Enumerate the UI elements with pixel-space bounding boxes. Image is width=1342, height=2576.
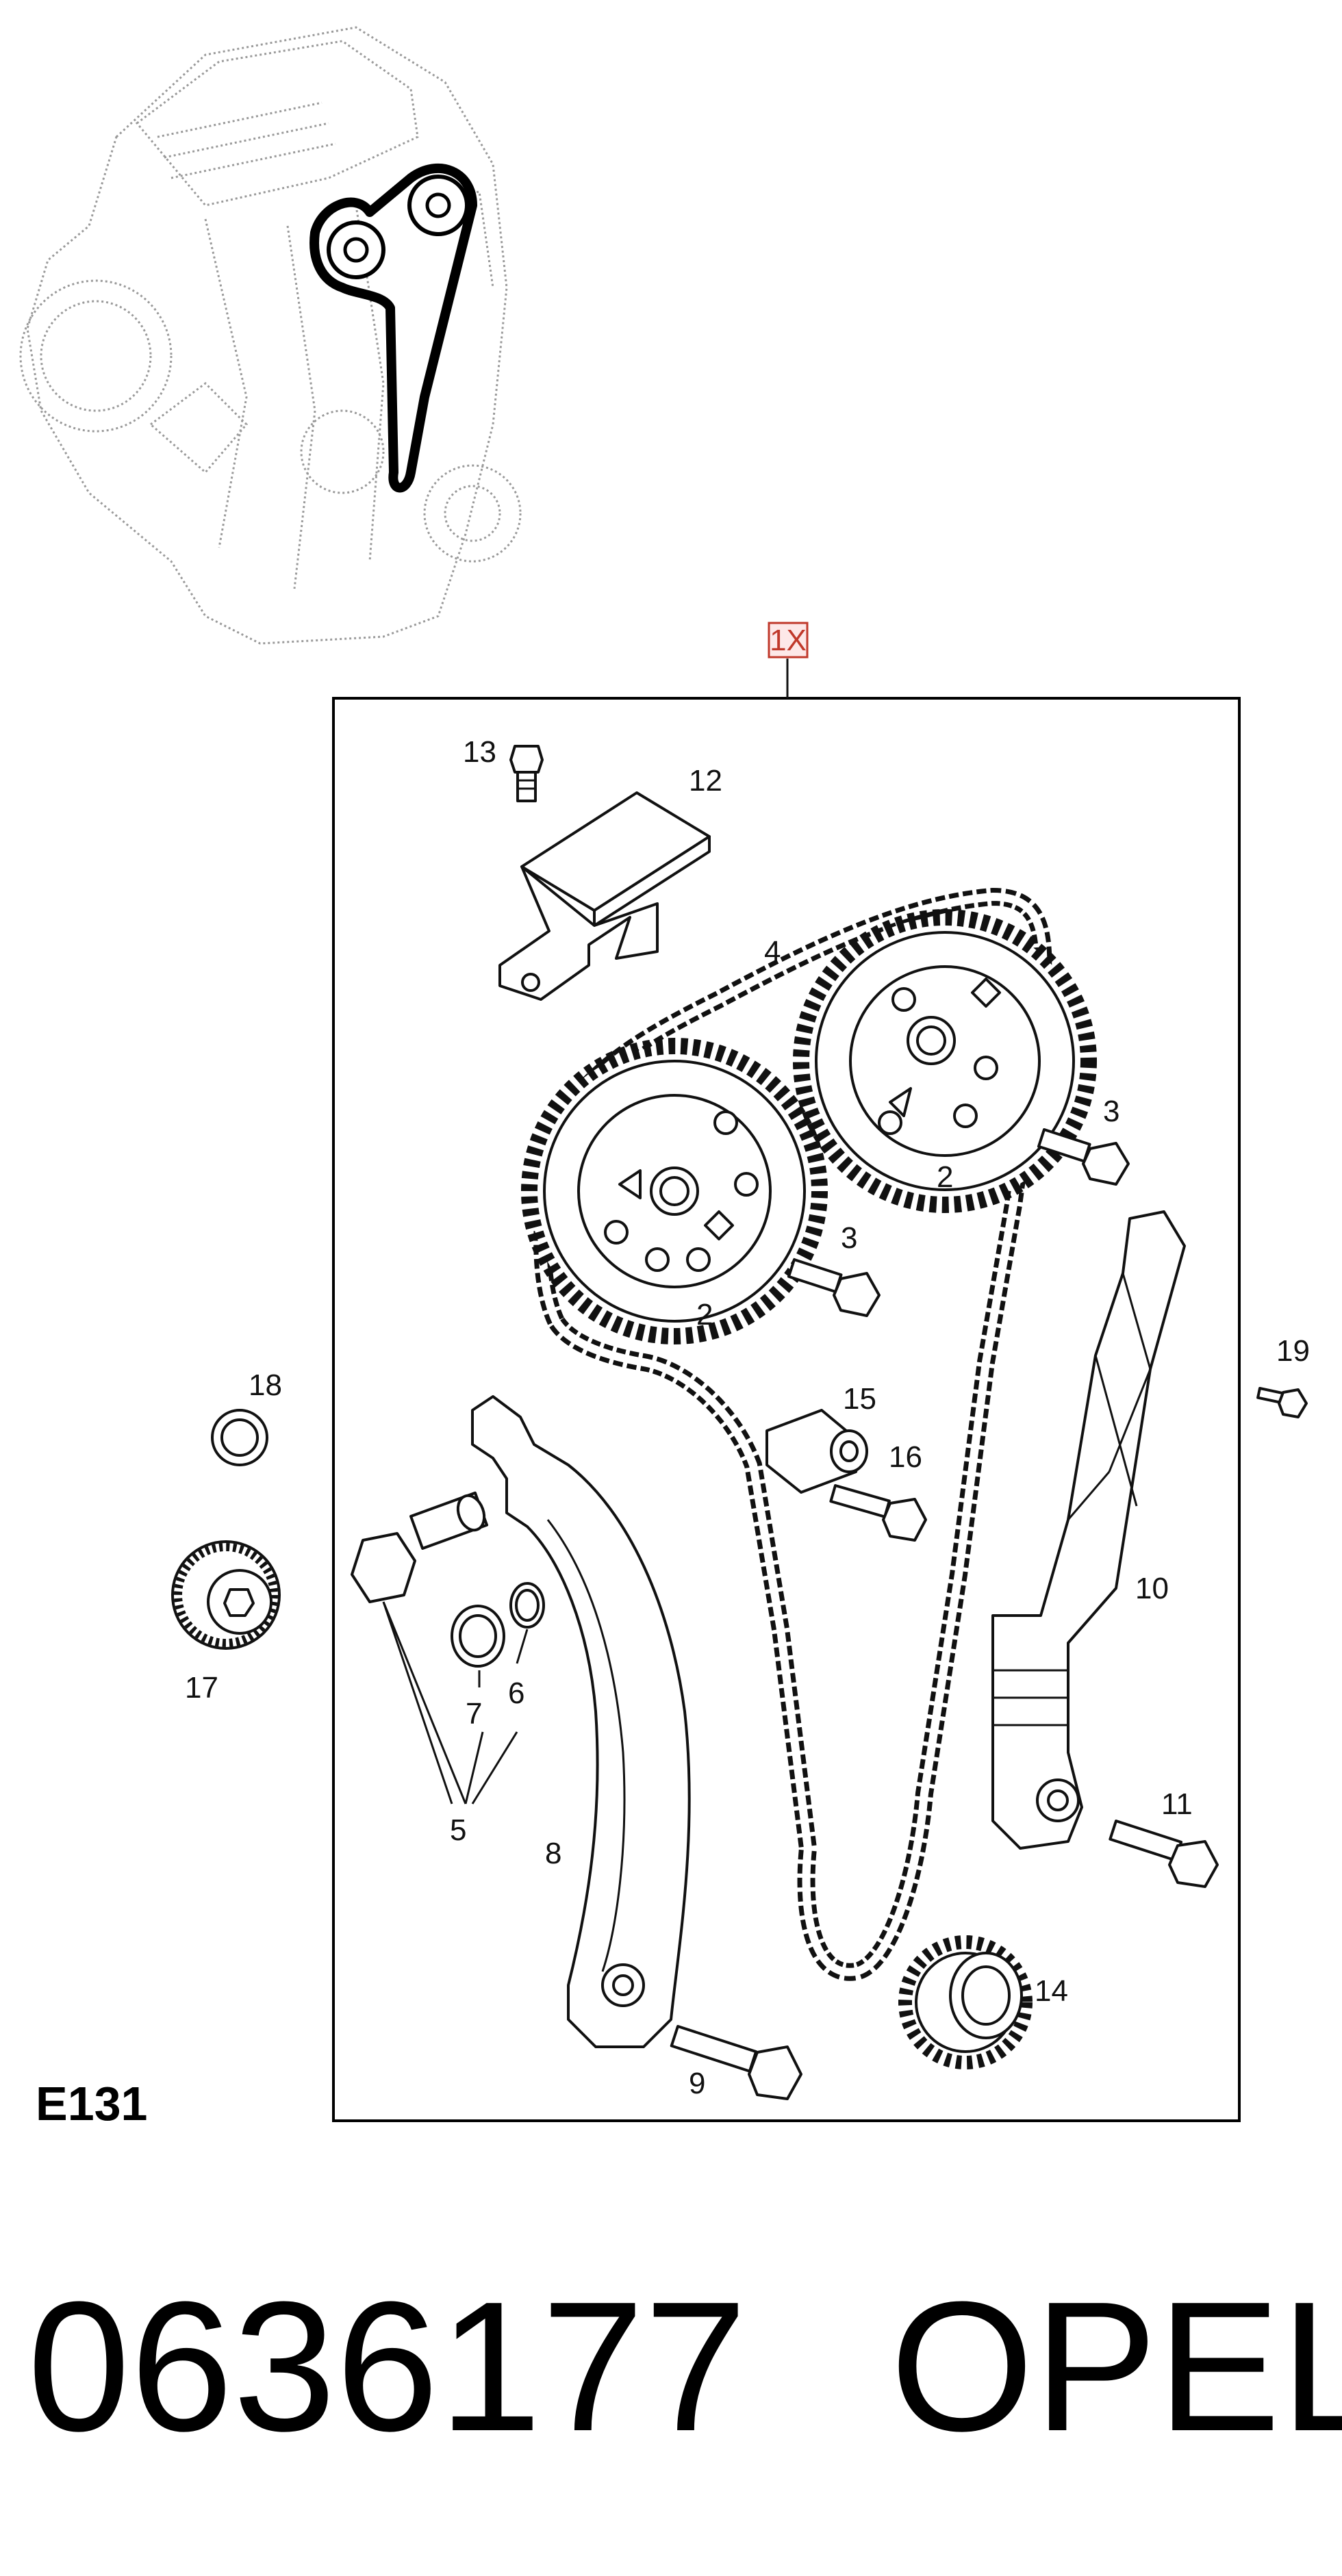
crank-sprocket-14-illustration — [898, 1935, 1033, 2069]
callout-5-leaders — [382, 1601, 529, 1805]
guide-rail-10-illustration — [991, 1210, 1186, 1850]
callout-8: 8 — [545, 1837, 561, 1870]
callout-15: 15 — [843, 1382, 876, 1416]
kit-label-box — [768, 622, 809, 659]
bolt-13-illustration — [509, 745, 544, 802]
kit-label: 1X — [770, 624, 807, 657]
bolt-3-lower-illustration — [787, 1258, 881, 1317]
rail-bracket-12-illustration — [498, 791, 711, 1001]
plug-17-illustration — [171, 1540, 281, 1650]
callout-13: 13 — [463, 735, 496, 769]
tensioner-rail-8-illustration — [471, 1395, 691, 2048]
bolt-19-illustration — [1256, 1387, 1308, 1418]
bolt-11-illustration — [1109, 1820, 1219, 1888]
callout-11: 11 — [1161, 1787, 1193, 1821]
bolt-16-illustration — [829, 1483, 927, 1542]
callout-17: 17 — [185, 1671, 218, 1705]
callout-4: 4 — [764, 935, 781, 969]
bolt-9-illustration — [670, 2025, 802, 2100]
tensioner-5-illustration — [351, 1491, 489, 1603]
engine-overview-illustration — [19, 26, 522, 645]
callout-9: 9 — [689, 2067, 705, 2100]
bushing-15-illustration — [765, 1409, 868, 1494]
callout-3-upper: 3 — [1103, 1095, 1119, 1128]
bolt-3-upper-illustration — [1037, 1128, 1130, 1186]
seal-ring-18-illustration — [211, 1409, 268, 1466]
callout-16: 16 — [889, 1440, 922, 1474]
seal-ring-6-illustration — [509, 1582, 545, 1629]
part-number: 0636177 — [27, 2264, 747, 2470]
callout-6: 6 — [508, 1676, 524, 1710]
callout-2-left: 2 — [696, 1298, 713, 1331]
seal-ring-7-illustration — [451, 1605, 505, 1668]
cam-sprocket-2-right-illustration — [793, 909, 1097, 1213]
callout-14: 14 — [1035, 1974, 1068, 2008]
brand-name: OPEL — [890, 2264, 1342, 2470]
callout-12: 12 — [689, 764, 722, 798]
callout-18: 18 — [249, 1368, 282, 1402]
callout-3-lower: 3 — [841, 1221, 857, 1255]
callout-5: 5 — [450, 1813, 466, 1847]
section-code: E131 — [36, 2077, 147, 2130]
callout-19: 19 — [1276, 1334, 1310, 1368]
cam-sprocket-2-left-illustration — [521, 1038, 828, 1344]
callout-10: 10 — [1135, 1572, 1169, 1605]
callout-7: 7 — [466, 1697, 482, 1731]
callout-2-right: 2 — [937, 1160, 953, 1194]
